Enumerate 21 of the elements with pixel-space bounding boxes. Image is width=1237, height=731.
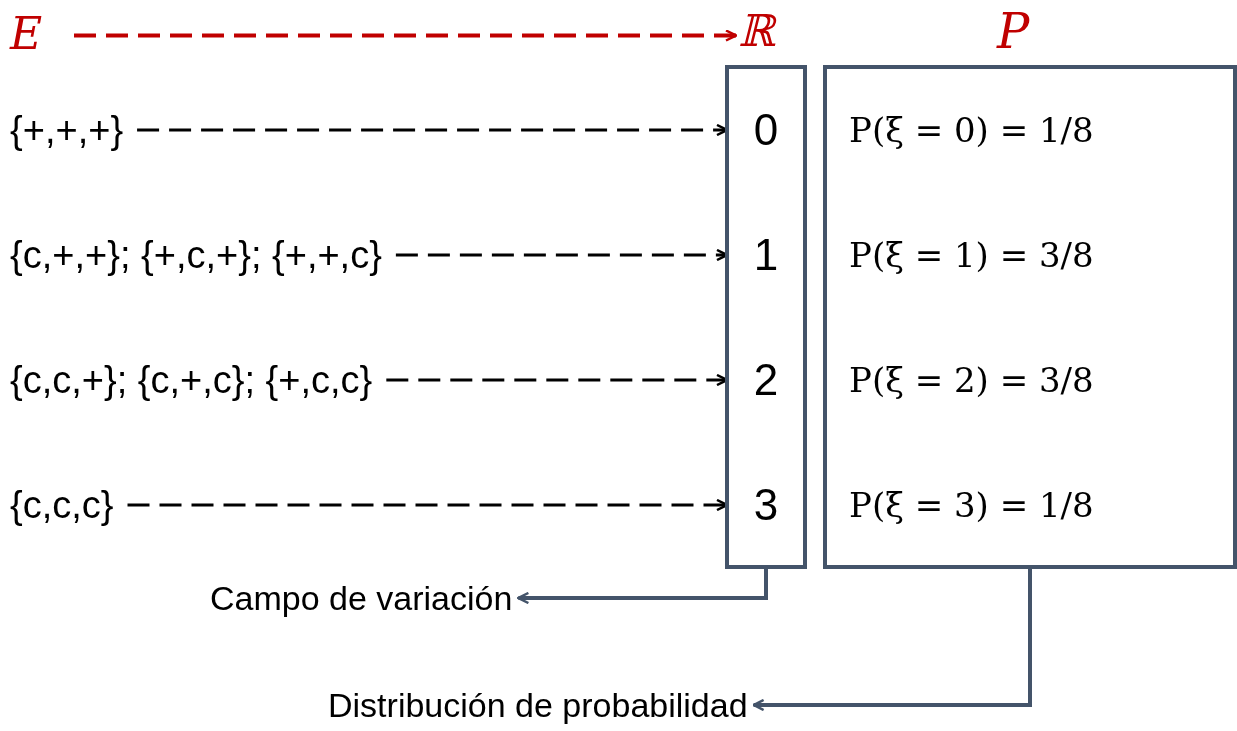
caption-text: Distribución de probabilidad: [328, 680, 748, 730]
outcome-set: {c,+,+}; {+,c,+}; {+,+,c}: [10, 225, 382, 285]
box-heading: P: [997, 3, 1030, 59]
dashed-arrow: [74, 29, 738, 42]
outcome-set: {c,c,c}: [10, 475, 114, 535]
probability-formula: P(ξ = 2) = 3/8: [829, 345, 1233, 415]
probability-formula: P(ξ = 1) = 3/8: [829, 220, 1233, 290]
connector-arrow: [517, 569, 768, 605]
set-symbol: ℝ: [738, 5, 802, 63]
probability-formula: P(ξ = 3) = 1/8: [829, 470, 1233, 540]
connector-arrow: [752, 569, 1032, 712]
value: 1: [729, 222, 803, 288]
outcome-set: {+,+,+}: [10, 100, 124, 160]
caption-text: Campo de variación: [210, 572, 513, 624]
variable-symbol: E: [10, 8, 60, 66]
value: 0: [729, 97, 803, 163]
value: 3: [729, 472, 803, 538]
range-box: [725, 65, 807, 569]
probability-formula: P(ξ = 0) = 1/8: [829, 95, 1233, 165]
outcome-set: {c,c,+}; {c,+,c}; {+,c,c}: [10, 350, 373, 410]
value: 2: [729, 347, 803, 413]
